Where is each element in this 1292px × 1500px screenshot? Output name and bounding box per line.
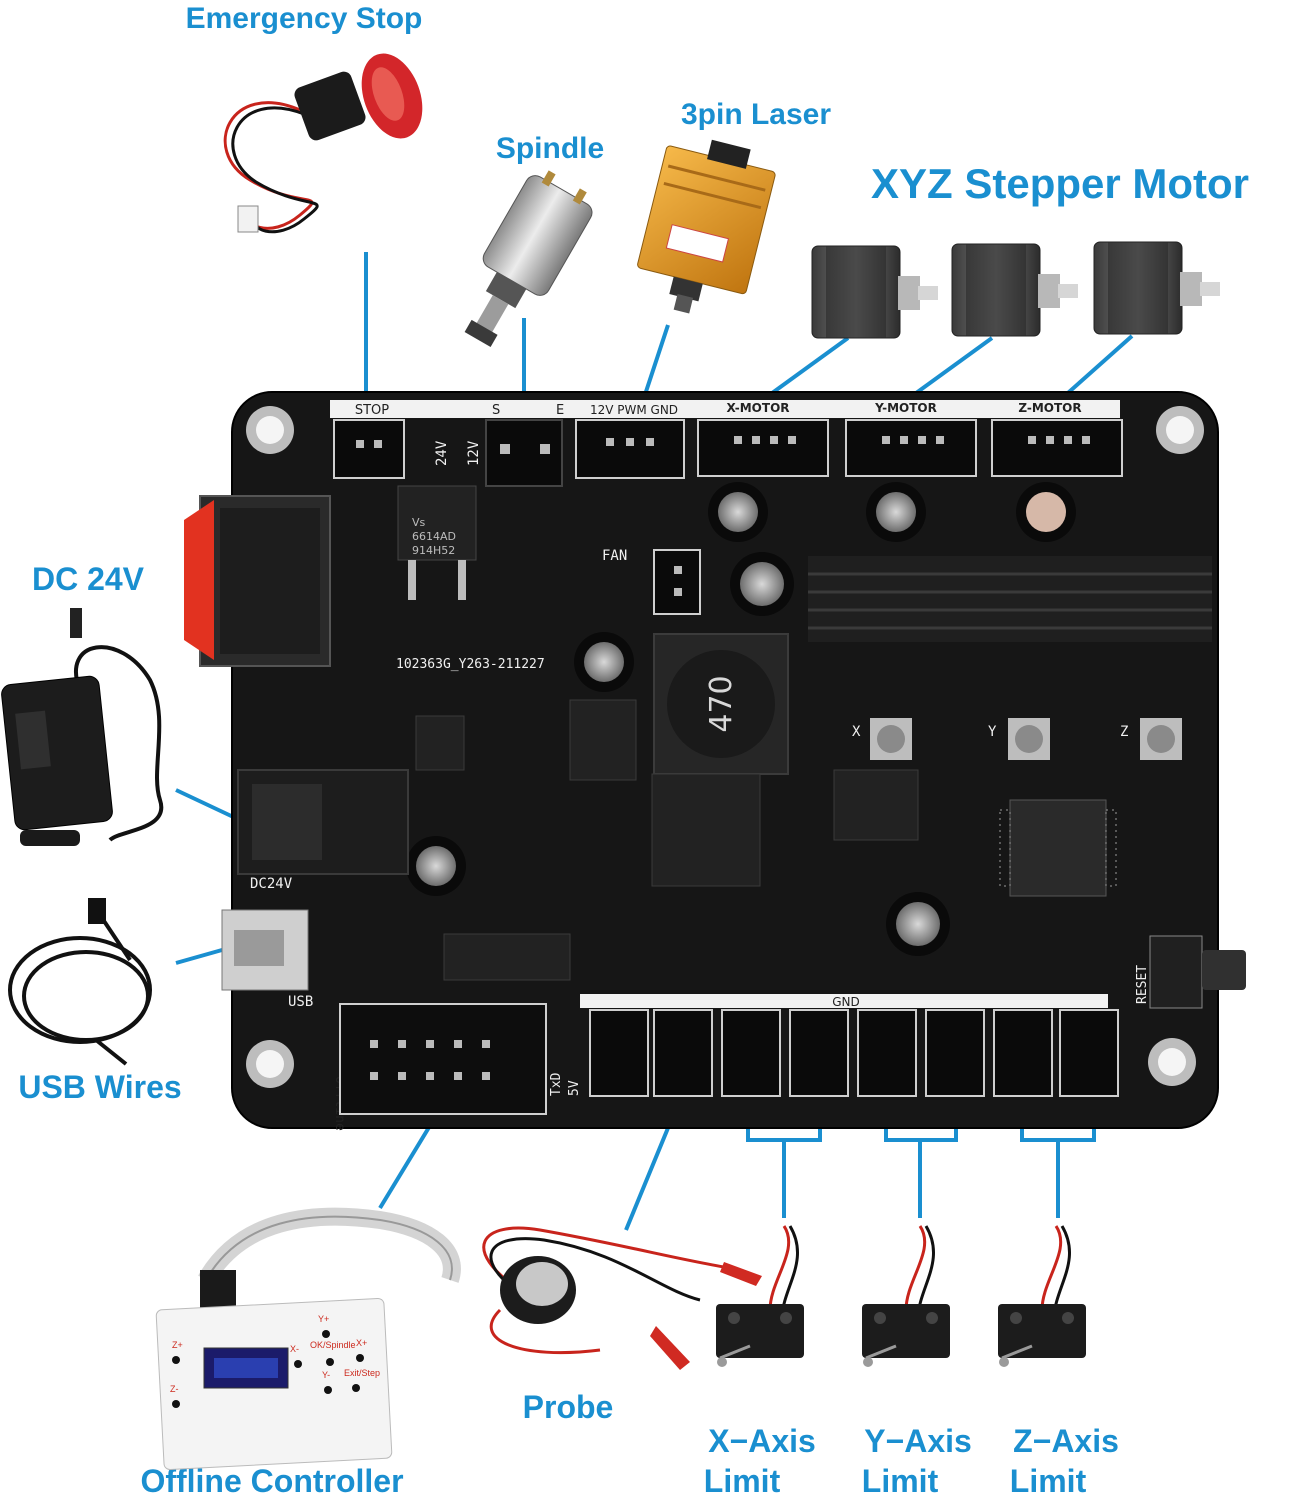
x-limit-label-line2: Limit [704, 1463, 781, 1499]
offline-controller-header [339, 1003, 547, 1115]
spindle-label: Spindle [496, 132, 604, 165]
z-limit-switch [998, 1225, 1086, 1367]
capacitors [406, 482, 1076, 956]
inductor-value: 470 [704, 675, 739, 732]
stepper-motor-z [1093, 241, 1220, 335]
key-ok-spindle: OK/Spindle [310, 1340, 356, 1350]
probe [482, 1226, 762, 1370]
key-z-plus: Z+ [172, 1340, 183, 1350]
x-limit-switch [716, 1225, 804, 1367]
leader-x-motor [766, 336, 850, 398]
offline-controller: Z+ Y+ X- OK/Spindle X+ Z- Y- Exit/Step [155, 1207, 461, 1471]
usb-wires-label: USB Wires [18, 1069, 181, 1105]
leader-y-motor [910, 336, 994, 398]
z-limit-connectors [993, 1009, 1119, 1097]
usb-silk: USB [288, 994, 313, 1010]
microcontroller [999, 799, 1117, 897]
key-z-minus: Z- [170, 1384, 179, 1394]
z-motor-silk: Z-MOTOR [1018, 401, 1081, 415]
y-limit-switch [862, 1225, 950, 1367]
stop-connector [333, 419, 405, 479]
controller-buttons: Z+ Y+ X- OK/Spindle X+ Z- Y- Exit/Step [170, 1314, 380, 1408]
fan-silk: FAN [602, 548, 627, 564]
laser-label: 3pin Laser [681, 98, 831, 131]
leader-usb [175, 948, 223, 965]
x-motor-connector [697, 419, 829, 477]
v24-silk: 24V [434, 440, 450, 466]
stepper-motor-x [811, 245, 938, 339]
key-exit-step: Exit/Step [344, 1368, 380, 1378]
reset-button [1149, 935, 1246, 1009]
laser-header-silk: 12V PWM GND [590, 403, 678, 417]
z-motor-connector [991, 419, 1123, 477]
usb-cable [8, 898, 152, 1066]
y-motor-connector [845, 419, 977, 477]
mosfet-text-3: 914H52 [412, 544, 455, 557]
usb-port [221, 909, 309, 991]
y-limit-label-line1: Y−Axis [864, 1423, 972, 1459]
leader-z-motor [1058, 334, 1134, 402]
reset-silk: RESET [1135, 965, 1150, 1004]
mounting-holes [246, 406, 1204, 1088]
dc-power-label: DC 24V [32, 561, 145, 597]
v12-silk: 12V [466, 440, 482, 466]
txd-silk: TxD [549, 1072, 564, 1096]
mosfet-regulator: Vs 6614AD 914H52 [397, 485, 477, 600]
mosfet-text-1: Vs [412, 516, 426, 529]
y-limit-label-line2: Limit [862, 1463, 939, 1499]
spindle-motor [464, 170, 593, 347]
spindle-silk-s: S [492, 403, 500, 418]
laser-module [637, 139, 776, 314]
stepper-motor-label: XYZ Stepper Motor [871, 160, 1249, 207]
key-y-plus: Y+ [318, 1314, 329, 1324]
stepper-motor-y [951, 243, 1078, 337]
pot-y-silk: Y [988, 724, 997, 740]
mosfet-text-2: 6614AD [412, 530, 456, 543]
spindle-silk-e: E [556, 403, 564, 418]
fan-connector [653, 549, 701, 615]
spindle-connector [485, 419, 563, 487]
controller-board: STOP S E 12V PWM GND X-MOTOR Y-MOTOR Z-M… [184, 391, 1246, 1131]
emergency-stop-button [223, 53, 423, 234]
dc-power-adapter [1, 608, 164, 846]
regulator-chip [651, 773, 761, 887]
inductor: 470 [653, 633, 789, 775]
usb-serial-chip [443, 933, 571, 981]
z-limit-label-line2: Limit [1010, 1463, 1087, 1499]
key-x-minus: X- [290, 1344, 299, 1354]
key-x-plus: X+ [356, 1338, 367, 1348]
current-potentiometers: X Y Z [852, 718, 1182, 760]
laser-connector [575, 419, 685, 479]
stop-silk: STOP [355, 403, 389, 418]
heatsink [808, 556, 1212, 642]
x-motor-silk: X-MOTOR [726, 401, 789, 415]
small-ic [415, 715, 465, 771]
y-motor-silk: Y-MOTOR [874, 401, 937, 415]
buck-chip [569, 699, 637, 781]
power-switch [184, 495, 331, 667]
probe-label: Probe [523, 1389, 614, 1425]
x-limit-label-line1: X−Axis [708, 1423, 816, 1459]
v5-silk: 5V [567, 1080, 582, 1096]
probe-connectors [589, 1009, 713, 1097]
dc-jack [237, 769, 409, 875]
x-limit-connectors [721, 1009, 849, 1097]
dc24v-silk: DC24V [250, 876, 293, 892]
pot-x-silk: X [852, 724, 861, 740]
key-y-minus: Y- [322, 1370, 330, 1380]
gnd-silk: GND [832, 995, 860, 1009]
pot-z-silk: Z [1120, 724, 1128, 740]
driver-chip [833, 769, 919, 841]
emergency-stop-label: Emergency Stop [186, 2, 423, 35]
board-id-silk: 102363G_Y263-211227 [396, 657, 545, 672]
y-limit-connectors [857, 1009, 985, 1097]
z-limit-label-line1: Z−Axis [1013, 1423, 1119, 1459]
